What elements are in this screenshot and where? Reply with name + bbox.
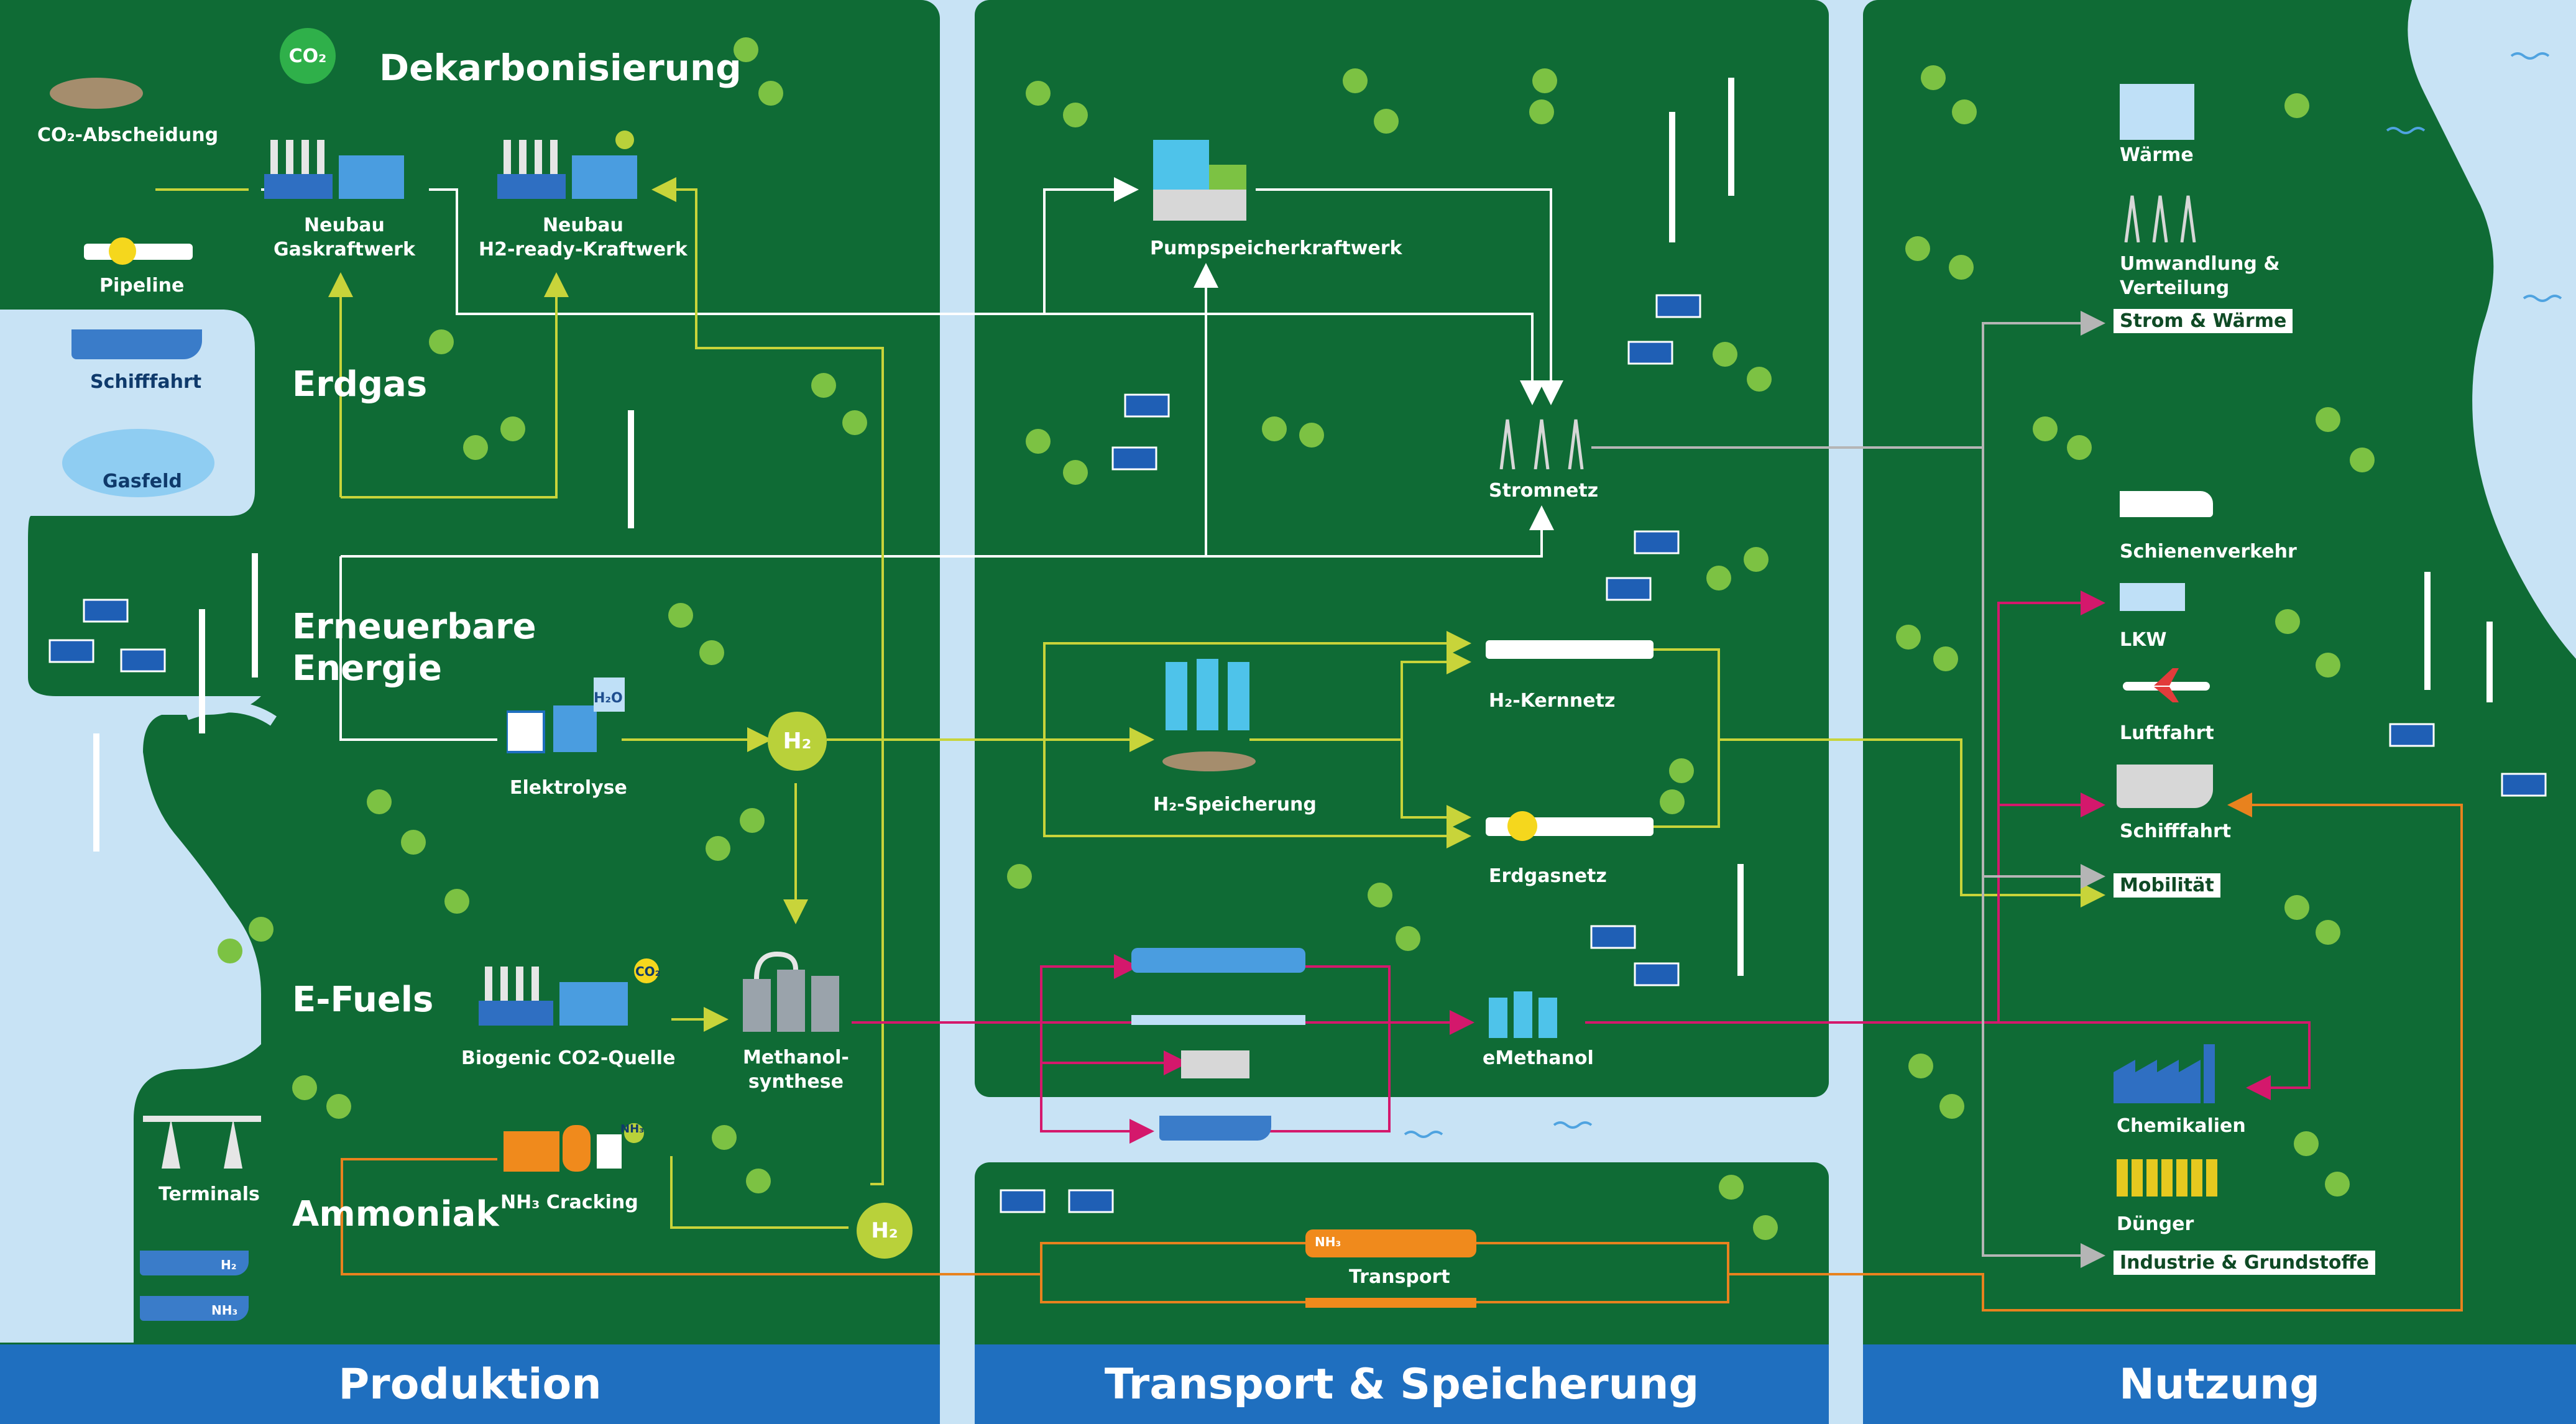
pipeline-icon xyxy=(84,244,193,260)
fertilizer-label: Dünger xyxy=(2117,1213,2194,1235)
h2-hub-icon: H₂ xyxy=(768,712,827,771)
pipeline-valve-icon xyxy=(109,237,136,265)
rail-label: Schienenverkehr xyxy=(2120,541,2297,563)
power-heat-tag: Strom & Wärme xyxy=(2114,309,2293,333)
electrolysis-label: Elektrolyse xyxy=(510,777,627,799)
co2-capture-label: CO₂-Abscheidung xyxy=(37,124,219,146)
truck-label: LKW xyxy=(2120,629,2167,651)
nh3-small-label: NH₃ xyxy=(620,1123,645,1136)
h2-storage-icon xyxy=(1159,656,1259,774)
pipeline-label: Pipeline xyxy=(99,275,185,296)
natural-gas-heading: Erdgas xyxy=(292,364,428,405)
train-icon xyxy=(2120,491,2213,517)
transport-footer-label: Transport & Speicherung xyxy=(1104,1359,1700,1409)
h2-core-label: H₂-Kernnetz xyxy=(1489,690,1616,712)
mobility-tag: Mobilität xyxy=(2114,873,2220,898)
emethanol-label: eMethanol xyxy=(1483,1047,1594,1069)
ship-icon xyxy=(71,329,202,359)
ammonia-rail-icon xyxy=(1305,1229,1476,1257)
nh3-tank-label: NH₃ xyxy=(1315,1234,1341,1249)
nh3-ship-icon xyxy=(140,1296,249,1321)
grid-label: Stromnetz xyxy=(1489,480,1599,502)
ammonia-transport-label: Transport xyxy=(1349,1266,1450,1288)
gasfield-label: Gasfeld xyxy=(103,471,182,492)
h2o-label: H₂O xyxy=(594,691,623,706)
aviation-label: Luftfahrt xyxy=(2120,722,2214,744)
fertilizer-icon xyxy=(2117,1159,2219,1197)
tanker-ship-icon xyxy=(1159,1116,1271,1141)
nh3-cracking-label: NH₃ Cracking xyxy=(500,1192,638,1213)
methanol-synthesis-label: Methanol- synthese xyxy=(743,1047,849,1093)
terminals-icon xyxy=(143,1109,261,1169)
grid-icon xyxy=(1489,416,1594,470)
nh3-cracking-icon xyxy=(504,1122,656,1175)
h2-storage-label: H₂-Speicherung xyxy=(1153,794,1317,815)
pipeline-transport-icon xyxy=(1131,1015,1305,1025)
chemicals-label: Chemikalien xyxy=(2117,1115,2246,1137)
usage-footer: Nutzung xyxy=(1863,1344,2576,1424)
h2-ship-icon xyxy=(140,1251,249,1275)
co2-small-label: CO₂ xyxy=(635,964,661,979)
decarbonization-icon: CO₂ xyxy=(280,28,336,84)
gas-plant-icon xyxy=(258,131,410,199)
ammonia-heading: Ammoniak xyxy=(292,1194,499,1234)
pylons-icon xyxy=(2117,193,2210,243)
airplane-icon xyxy=(2117,668,2213,702)
industry-tag: Industrie & Grundstoffe xyxy=(2114,1251,2376,1275)
methanol-synthesis-icon xyxy=(740,951,842,1032)
ammonia-pipe-icon xyxy=(1305,1298,1476,1308)
biogenic-plant-icon xyxy=(472,957,665,1026)
shipping-label: Schifffahrt xyxy=(90,371,202,393)
h2-ship-label: H₂ xyxy=(221,1257,237,1272)
emethanol-icon xyxy=(1486,988,1573,1038)
h2-output-icon: H₂ xyxy=(857,1203,913,1259)
renewables-heading: Erneuerbare Energie xyxy=(292,607,536,689)
rail-tank-icon xyxy=(1131,948,1305,973)
gas-grid-valve-icon xyxy=(1507,811,1537,841)
electrolysis-icon xyxy=(505,678,625,755)
gasfield-icon xyxy=(62,429,214,497)
cruise-ship-icon xyxy=(2117,765,2213,808)
production-footer-label: Produktion xyxy=(338,1359,602,1409)
co2-capture-icon xyxy=(50,78,143,109)
truck-icon xyxy=(1181,1050,1249,1078)
decarbonization-title: Dekarbonisierung xyxy=(379,47,742,89)
efuels-heading: E-Fuels xyxy=(292,980,434,1020)
h2-output-label: H₂ xyxy=(871,1218,898,1243)
usage-footer-label: Nutzung xyxy=(2119,1359,2320,1409)
factory-icon xyxy=(2114,1044,2222,1103)
heat-building-icon xyxy=(2120,84,2194,140)
truck-usage-icon xyxy=(2120,583,2185,611)
heat-label: Wärme xyxy=(2120,144,2194,166)
h2-core-pipe-icon xyxy=(1486,640,1654,659)
h2-plant-label: Neubau H2-ready-Kraftwerk xyxy=(479,214,688,260)
transport-footer: Transport & Speicherung xyxy=(975,1344,1829,1424)
pumped-storage-icon xyxy=(1153,134,1246,227)
conversion-label: Umwandlung & Verteilung xyxy=(2120,253,2280,299)
decarbonization-icon-label: CO₂ xyxy=(288,45,327,67)
pumped-storage-label: Pumpspeicherkraftwerk xyxy=(1150,237,1402,259)
biogenic-label: Biogenic CO2-Quelle xyxy=(461,1047,676,1069)
terminals-label: Terminals xyxy=(159,1183,260,1205)
h2-hub-label: H₂ xyxy=(783,728,812,754)
gas-grid-label: Erdgasnetz xyxy=(1489,865,1607,887)
gas-plant-label: Neubau Gaskraftwerk xyxy=(274,214,415,260)
nh3-ship-label: NH₃ xyxy=(211,1303,238,1318)
shipping-usage-label: Schifffahrt xyxy=(2120,820,2232,842)
h2-plant-icon xyxy=(491,131,643,199)
production-footer: Produktion xyxy=(0,1344,940,1424)
